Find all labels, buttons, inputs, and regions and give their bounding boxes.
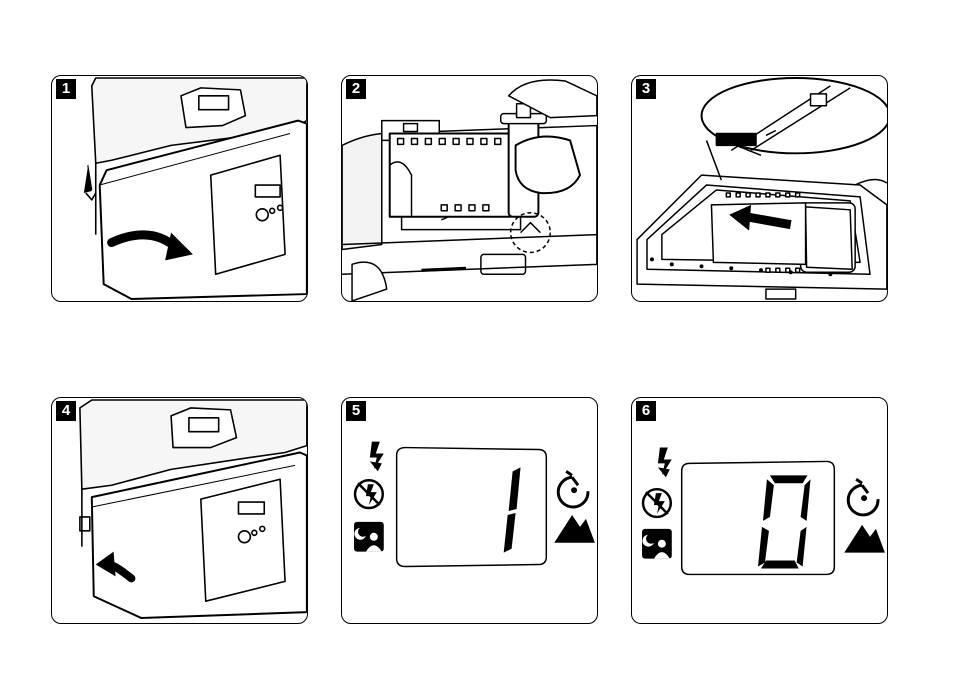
close-back-cover-illustration [52, 398, 307, 623]
step-2-badge: 2 [346, 79, 366, 99]
lcd-display-illustration [632, 398, 887, 623]
landscape-icon [844, 525, 885, 553]
lcd-screen [682, 461, 835, 574]
step-5-panel: 5 [341, 397, 598, 624]
step-1-panel: 1 [51, 75, 308, 302]
flash-off-icon [355, 480, 383, 508]
step-5-badge: 5 [346, 401, 366, 421]
landscape-icon [554, 515, 595, 543]
flash-off-icon [643, 489, 671, 517]
step-4-panel: 4 [51, 397, 308, 624]
camera-back-open-illustration [52, 76, 307, 301]
night-portrait-icon [354, 522, 384, 552]
film-leader-illustration [632, 76, 887, 301]
flash-icon [370, 442, 384, 472]
lcd-screen [397, 448, 547, 567]
step-6-badge: 6 [636, 401, 656, 421]
step-4-badge: 4 [56, 401, 76, 421]
step-2-panel: 2 [341, 75, 598, 302]
self-timer-icon [558, 471, 588, 507]
step-6-panel: 6 [631, 397, 888, 624]
step-1-badge: 1 [56, 79, 76, 99]
flash-icon [658, 448, 672, 478]
insert-film-illustration [342, 76, 597, 301]
night-portrait-icon [642, 529, 672, 559]
self-timer-icon [848, 479, 878, 515]
step-3-panel: 3 [631, 75, 888, 302]
step-3-badge: 3 [636, 79, 656, 99]
lcd-display-illustration [342, 398, 597, 623]
